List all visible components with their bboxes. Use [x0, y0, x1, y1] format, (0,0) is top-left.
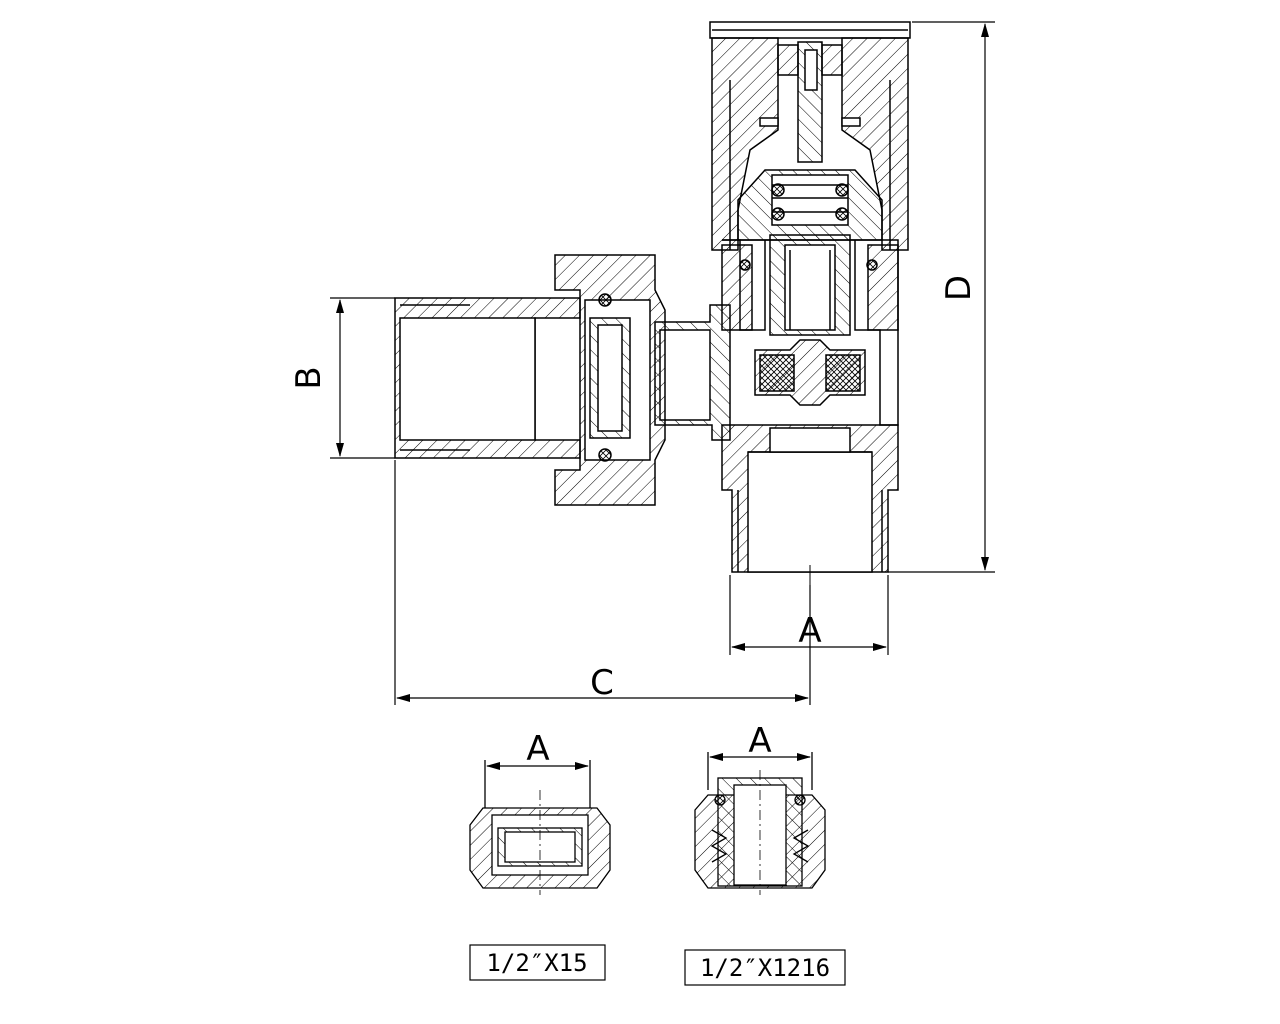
detail-fitting-1 — [469, 760, 611, 895]
dimension-lines — [330, 21, 995, 705]
variant-label-2: 1/2″X1216 — [700, 954, 830, 982]
dimension-label-a-detail-2: A — [748, 721, 771, 761]
variant-label-box-2: 1/2″X1216 — [684, 949, 846, 986]
valve-main-view — [394, 21, 911, 585]
dimension-label-a-main: A — [798, 611, 821, 651]
variant-label-1: 1/2″X15 — [486, 949, 587, 977]
dimension-label-b: B — [289, 366, 329, 389]
dimension-label-c: C — [590, 663, 614, 703]
dimension-label-a-detail-1: A — [526, 729, 549, 769]
dimension-label-d: D — [939, 275, 979, 301]
detail-fitting-2 — [694, 752, 826, 895]
variant-label-box-1: 1/2″X15 — [469, 944, 606, 981]
